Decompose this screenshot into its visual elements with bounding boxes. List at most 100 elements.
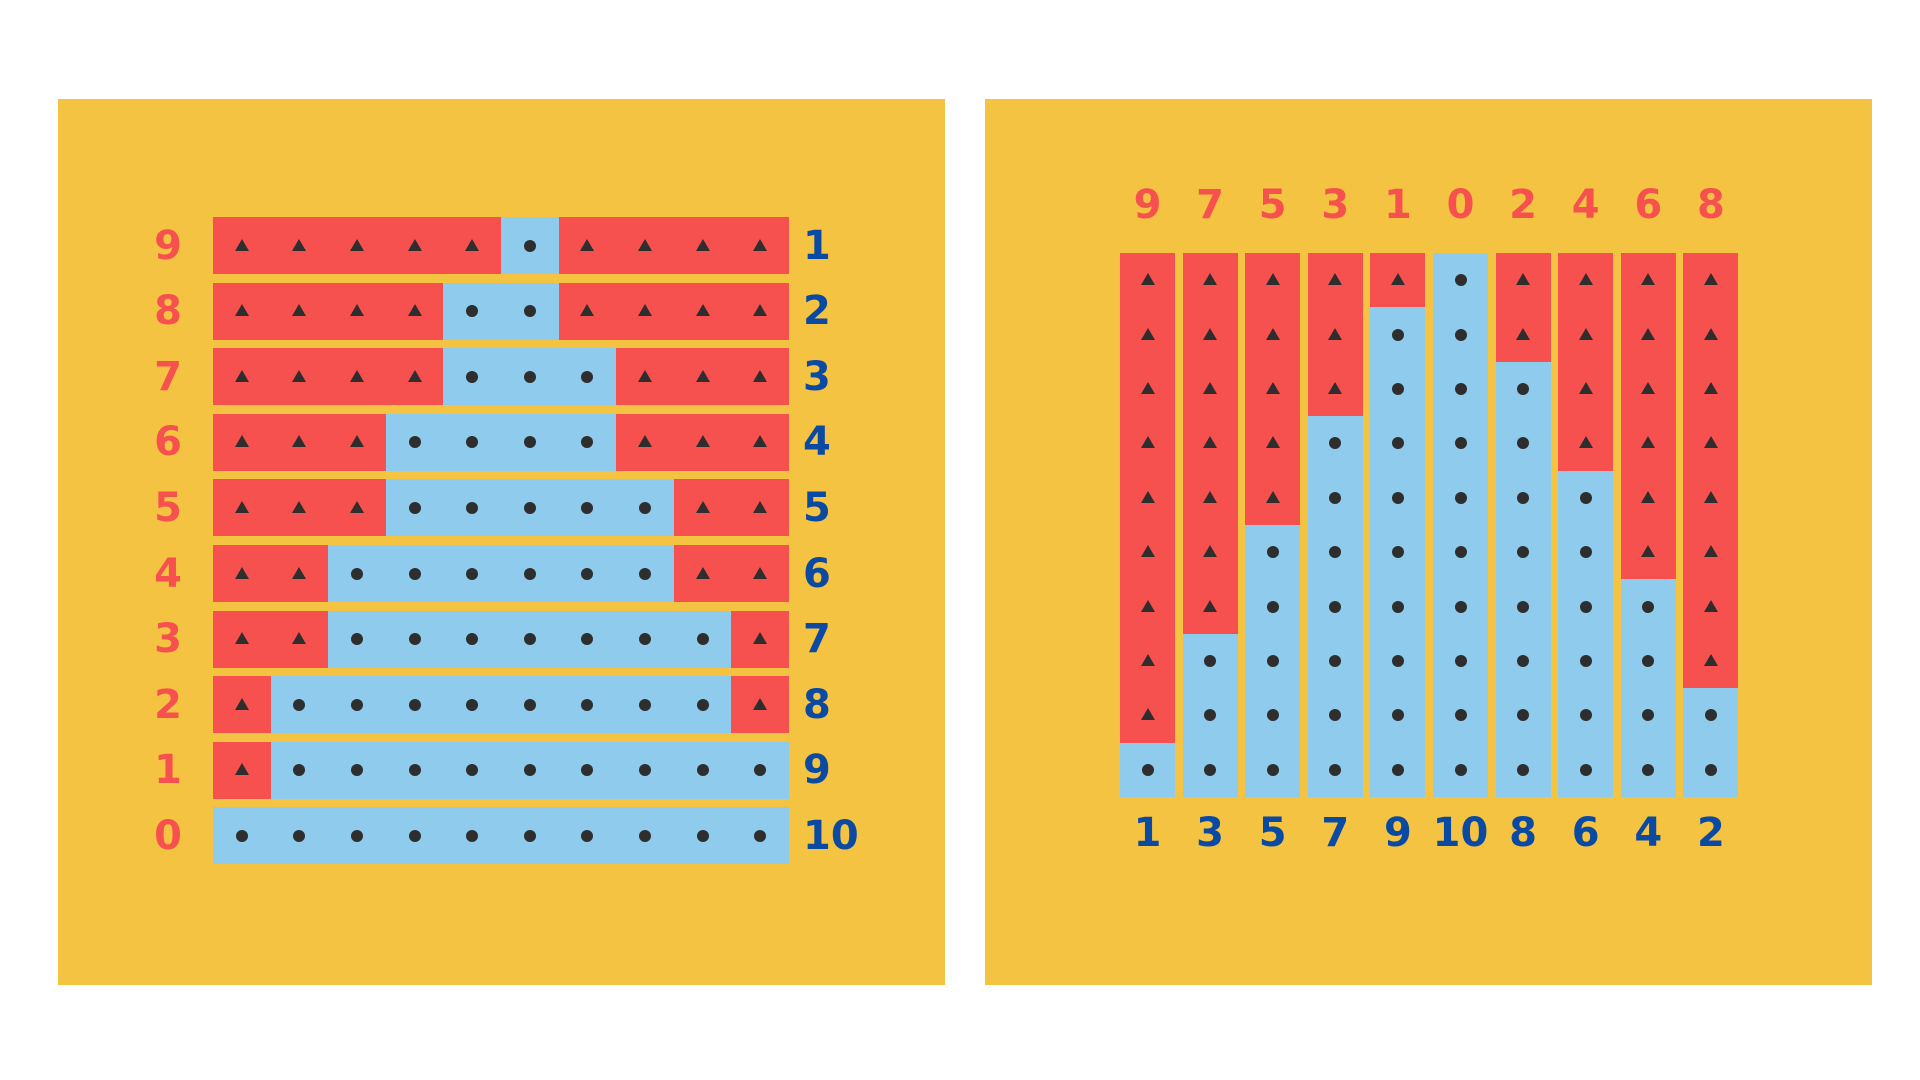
triangle-icon bbox=[1140, 654, 1155, 666]
red-row-label: 7 bbox=[154, 353, 182, 400]
red-segment bbox=[213, 610, 329, 668]
dot-icon bbox=[581, 698, 594, 711]
dot-icon bbox=[1204, 655, 1217, 667]
triangle-icon bbox=[695, 369, 710, 382]
dot-icon bbox=[523, 764, 536, 777]
blue-row-label: 3 bbox=[803, 353, 831, 400]
dot-icon bbox=[1517, 383, 1530, 395]
blue-segment bbox=[1620, 579, 1676, 797]
dot-icon bbox=[523, 436, 536, 449]
triangle-icon bbox=[292, 632, 307, 645]
red-segment bbox=[213, 545, 329, 602]
dot-icon bbox=[1204, 763, 1217, 776]
triangle-icon bbox=[1703, 545, 1718, 558]
dot-icon bbox=[1454, 709, 1467, 722]
dot-icon bbox=[1454, 763, 1467, 776]
dot-icon bbox=[1454, 600, 1467, 613]
dot-icon bbox=[466, 829, 479, 842]
red-row-label: 4 bbox=[154, 550, 182, 597]
dot-icon bbox=[581, 567, 594, 580]
triangle-icon bbox=[1265, 382, 1280, 394]
dot-icon bbox=[351, 567, 363, 580]
triangle-icon bbox=[695, 304, 710, 317]
dot-icon bbox=[408, 698, 421, 711]
dot-icon bbox=[1391, 655, 1404, 667]
dot-icon bbox=[293, 698, 306, 711]
triangle-icon bbox=[1641, 327, 1656, 340]
red-row-label: 3 bbox=[154, 616, 182, 663]
triangle-icon bbox=[1703, 599, 1718, 612]
triangle-icon bbox=[350, 369, 364, 382]
dot-icon bbox=[1329, 763, 1342, 776]
triangle-icon bbox=[1578, 273, 1593, 286]
blue-row-label: 2 bbox=[803, 288, 831, 335]
dot-icon bbox=[1517, 709, 1530, 722]
dot-icon bbox=[408, 436, 421, 449]
red-row-label: 0 bbox=[154, 812, 182, 859]
red-column-label: 2 bbox=[1509, 182, 1538, 228]
dot-icon bbox=[293, 829, 306, 842]
triangle-icon bbox=[234, 566, 249, 579]
red-segment bbox=[1558, 253, 1614, 471]
dot-icon bbox=[696, 829, 709, 842]
dot-icon bbox=[351, 764, 363, 777]
dot-icon bbox=[639, 501, 651, 514]
dot-icon bbox=[466, 370, 479, 383]
triangle-icon bbox=[292, 435, 307, 448]
triangle-icon bbox=[753, 566, 768, 579]
red-column-label: 9 bbox=[1133, 182, 1162, 228]
dot-icon bbox=[1391, 437, 1404, 450]
blue-segment bbox=[1558, 470, 1614, 797]
dot-icon bbox=[408, 829, 421, 842]
dot-icon bbox=[351, 829, 363, 842]
dot-icon bbox=[581, 764, 594, 777]
triangle-icon bbox=[695, 566, 710, 579]
dot-icon bbox=[581, 501, 594, 514]
dot-icon bbox=[1454, 546, 1467, 559]
triangle-icon bbox=[407, 369, 422, 382]
red-column-label: 0 bbox=[1446, 182, 1475, 228]
triangle-icon bbox=[292, 238, 307, 251]
dot-icon bbox=[1391, 600, 1404, 613]
dot-icon bbox=[408, 567, 421, 580]
triangle-icon bbox=[1203, 599, 1218, 612]
triangle-icon bbox=[1265, 273, 1280, 286]
red-segment bbox=[558, 282, 789, 340]
dot-icon bbox=[1579, 709, 1592, 722]
blue-segment bbox=[213, 807, 789, 865]
blue-row-label: 5 bbox=[803, 484, 831, 531]
dot-icon bbox=[581, 829, 594, 842]
triangle-icon bbox=[350, 500, 364, 513]
triangle-icon bbox=[1703, 654, 1718, 666]
triangle-icon bbox=[1203, 436, 1218, 449]
triangle-icon bbox=[234, 500, 249, 513]
red-column-label: 8 bbox=[1696, 182, 1725, 228]
blue-row-label: 10 bbox=[803, 812, 859, 859]
triangle-icon bbox=[234, 238, 249, 251]
triangle-icon bbox=[1641, 273, 1656, 286]
dot-icon bbox=[351, 633, 363, 646]
blue-row-label: 9 bbox=[803, 747, 831, 794]
dot-icon bbox=[1454, 655, 1467, 667]
red-row-label: 6 bbox=[154, 419, 182, 466]
dot-icon bbox=[523, 501, 536, 514]
triangle-icon bbox=[234, 632, 249, 645]
triangle-icon bbox=[638, 435, 652, 448]
triangle-icon bbox=[1203, 382, 1218, 394]
triangle-icon bbox=[1265, 436, 1280, 449]
triangle-icon bbox=[695, 238, 710, 251]
triangle-icon bbox=[1578, 436, 1593, 449]
dot-icon bbox=[408, 501, 421, 514]
triangle-icon bbox=[1390, 273, 1405, 286]
triangle-icon bbox=[350, 238, 364, 251]
triangle-icon bbox=[1641, 436, 1656, 449]
triangle-icon bbox=[753, 304, 768, 317]
dot-icon bbox=[1579, 491, 1592, 504]
blue-row-label: 8 bbox=[803, 681, 831, 728]
dot-icon bbox=[1266, 763, 1279, 776]
dot-icon bbox=[696, 633, 709, 646]
dot-icon bbox=[1579, 600, 1592, 613]
dot-icon bbox=[1266, 655, 1279, 667]
